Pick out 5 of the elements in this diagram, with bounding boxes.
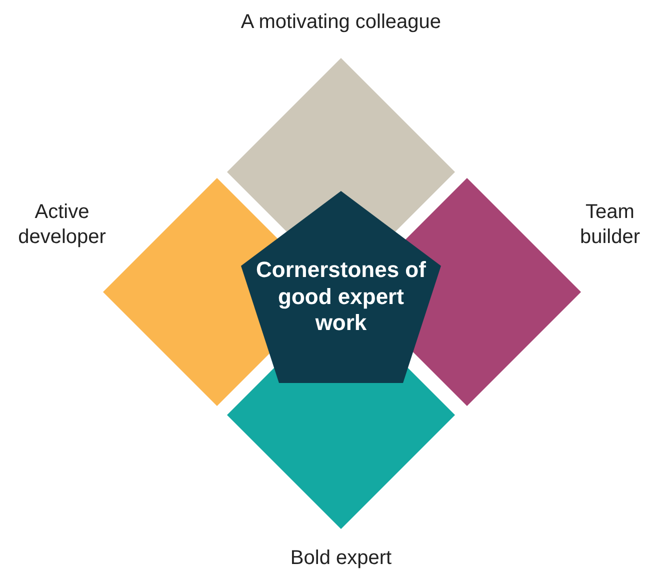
tile-label: A motivating colleague [240, 10, 442, 35]
tile-label: Bold expert [289, 546, 393, 571]
tile-label: Active developer [17, 200, 107, 250]
center-title: Cornerstones of good expert work [255, 257, 427, 337]
tile-label: Team builder [578, 200, 642, 250]
